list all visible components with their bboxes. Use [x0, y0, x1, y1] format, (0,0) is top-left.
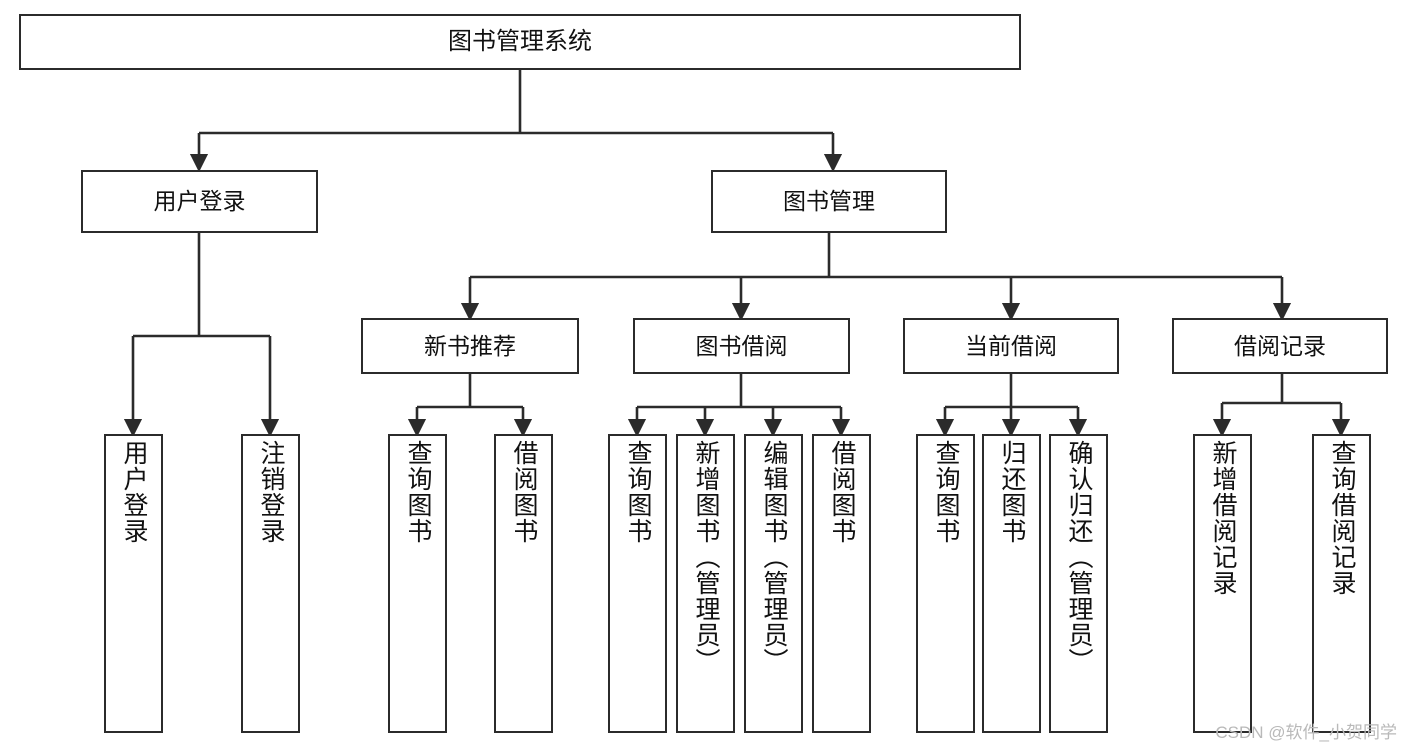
node-root-label: 图书管理系统 [448, 28, 592, 56]
node-leaf-edit-book[interactable]: 编辑图书（管理员） [744, 434, 803, 733]
node-leaf-return-book-label: 归还图书 [998, 440, 1026, 544]
node-leaf-query-book-3-label: 查询图书 [932, 440, 960, 544]
node-leaf-user-login-label: 用户登录 [120, 440, 148, 544]
node-current-borrow-label: 当前借阅 [965, 332, 1057, 359]
node-leaf-borrow-book-2[interactable]: 借阅图书 [812, 434, 871, 733]
node-user-login[interactable]: 用户登录 [81, 170, 318, 233]
node-leaf-query-record-label: 查询借阅记录 [1328, 440, 1356, 596]
node-leaf-add-book[interactable]: 新增图书（管理员） [676, 434, 735, 733]
node-root[interactable]: 图书管理系统 [19, 14, 1021, 70]
node-new-book-recommend[interactable]: 新书推荐 [361, 318, 579, 374]
node-leaf-logout-login[interactable]: 注销登录 [241, 434, 300, 733]
node-book-manage[interactable]: 图书管理 [711, 170, 947, 233]
node-leaf-borrow-book-2-label: 借阅图书 [828, 440, 856, 544]
node-leaf-user-login[interactable]: 用户登录 [104, 434, 163, 733]
node-current-borrow[interactable]: 当前借阅 [903, 318, 1119, 374]
node-leaf-confirm-return[interactable]: 确认归还（管理员） [1049, 434, 1108, 733]
node-leaf-confirm-return-label: 确认归还（管理员） [1065, 440, 1093, 674]
node-new-book-recommend-label: 新书推荐 [424, 332, 516, 359]
node-borrow-record-label: 借阅记录 [1234, 332, 1326, 359]
node-leaf-query-book-2-label: 查询图书 [624, 440, 652, 544]
node-leaf-query-book-3[interactable]: 查询图书 [916, 434, 975, 733]
node-leaf-borrow-book-1[interactable]: 借阅图书 [494, 434, 553, 733]
node-leaf-query-book-1[interactable]: 查询图书 [388, 434, 447, 733]
watermark-text: CSDN @软件_小贺同学 [1215, 723, 1397, 742]
node-book-borrow-label: 图书借阅 [695, 332, 788, 359]
node-borrow-record[interactable]: 借阅记录 [1172, 318, 1388, 374]
node-leaf-query-book-2[interactable]: 查询图书 [608, 434, 667, 733]
node-leaf-query-book-1-label: 查询图书 [404, 440, 432, 544]
node-leaf-add-record-label: 新增借阅记录 [1209, 440, 1237, 596]
node-leaf-add-book-label: 新增图书（管理员） [692, 440, 720, 674]
node-leaf-add-record[interactable]: 新增借阅记录 [1193, 434, 1252, 733]
node-book-borrow[interactable]: 图书借阅 [633, 318, 850, 374]
node-leaf-borrow-book-1-label: 借阅图书 [510, 440, 538, 544]
node-book-manage-label: 图书管理 [783, 188, 875, 215]
node-user-login-label: 用户登录 [153, 188, 246, 215]
node-leaf-logout-login-label: 注销登录 [257, 440, 285, 544]
node-leaf-return-book[interactable]: 归还图书 [982, 434, 1041, 733]
node-leaf-query-record[interactable]: 查询借阅记录 [1312, 434, 1371, 733]
node-leaf-edit-book-label: 编辑图书（管理员） [760, 440, 788, 674]
